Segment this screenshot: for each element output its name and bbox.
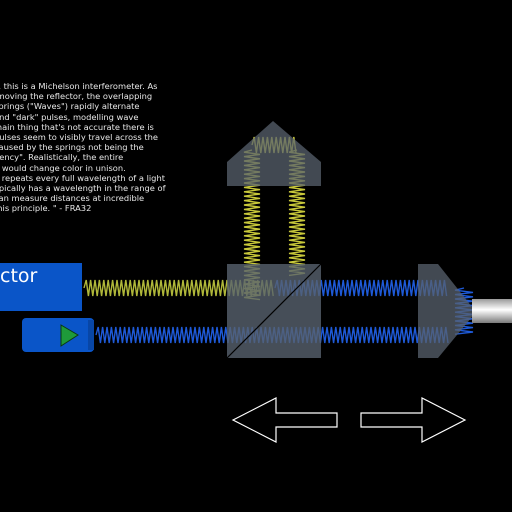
move-left-button[interactable] — [231, 397, 338, 443]
light-source[interactable] — [22, 318, 94, 352]
move-right-button[interactable] — [360, 397, 467, 443]
right-mirror[interactable] — [418, 264, 476, 358]
detector — [0, 263, 82, 311]
mirror-rod — [472, 299, 512, 323]
play-icon — [60, 324, 79, 347]
beam-splitter — [226, 263, 322, 359]
description-text: s, this is a Michelson interferometer. A… — [0, 81, 166, 214]
top-mirror[interactable] — [227, 121, 321, 186]
detector-label: ctor — [0, 265, 38, 287]
